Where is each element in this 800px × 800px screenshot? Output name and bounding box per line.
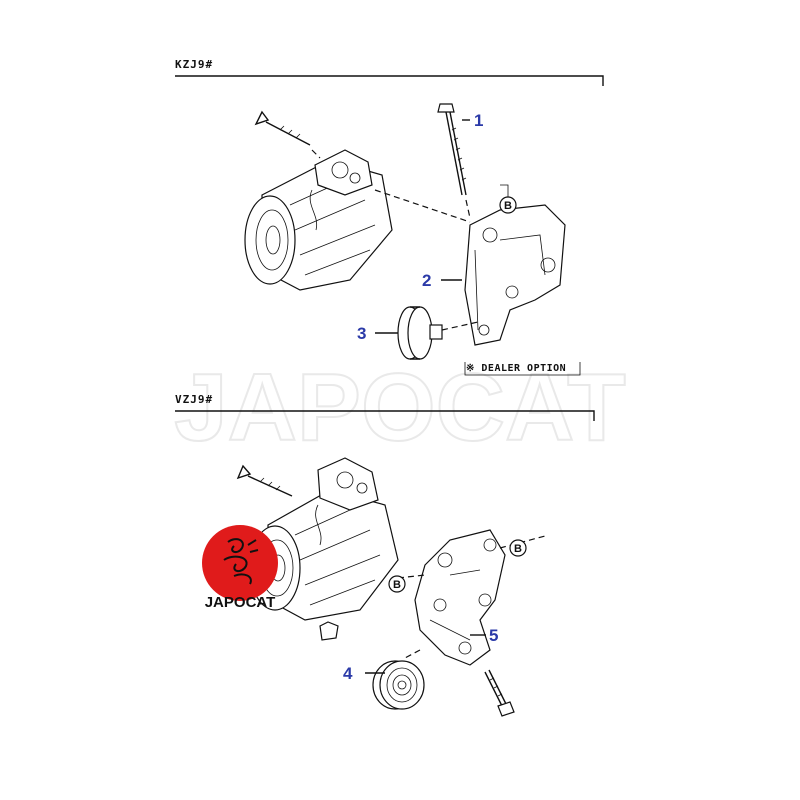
svg-text:B: B xyxy=(393,579,401,591)
dealer-option-bracket xyxy=(464,362,581,376)
part-2-bracket xyxy=(464,204,566,346)
callout-5: 5 xyxy=(489,626,498,645)
reference-marker-b-3: B xyxy=(388,575,406,593)
reference-marker-b-1: B xyxy=(499,184,517,214)
callout-3: 3 xyxy=(357,324,366,343)
section-vzj9: VZJ9# xyxy=(175,393,595,717)
section-border-kzj9 xyxy=(175,75,604,86)
svg-text:B: B xyxy=(514,543,522,555)
section-label-kzj9: KZJ9# xyxy=(175,58,213,71)
section-border-vzj9 xyxy=(175,410,595,421)
watermark-text: JAPOCAT xyxy=(174,354,626,461)
mounting-clip xyxy=(319,621,339,641)
logo-text: JAPOCAT xyxy=(205,594,276,611)
part-4-pulley xyxy=(372,660,425,710)
dealer-option-note: ※ DEALER OPTION xyxy=(466,363,566,374)
svg-text:B: B xyxy=(504,200,512,212)
callout-2: 2 xyxy=(422,271,431,290)
part-5-bracket xyxy=(414,529,506,666)
logo-emblem-icon xyxy=(223,538,259,585)
japocat-logo: JAPOCAT xyxy=(202,525,278,611)
bolt-compressor-1 xyxy=(254,110,311,146)
section-label-vzj9: VZJ9# xyxy=(175,393,213,406)
callout-4: 4 xyxy=(343,664,353,683)
section-kzj9: KZJ9# xyxy=(175,58,604,376)
part-3-idler-pulley xyxy=(397,306,443,360)
compressor-1 xyxy=(244,149,393,291)
reference-marker-b-2: B xyxy=(509,539,527,557)
bolt-bracket-5 xyxy=(484,669,515,717)
part-1-bolt xyxy=(437,103,467,196)
logo-red-circle xyxy=(202,525,278,601)
callout-1: 1 xyxy=(474,111,483,130)
bolt-compressor-2 xyxy=(236,464,293,497)
